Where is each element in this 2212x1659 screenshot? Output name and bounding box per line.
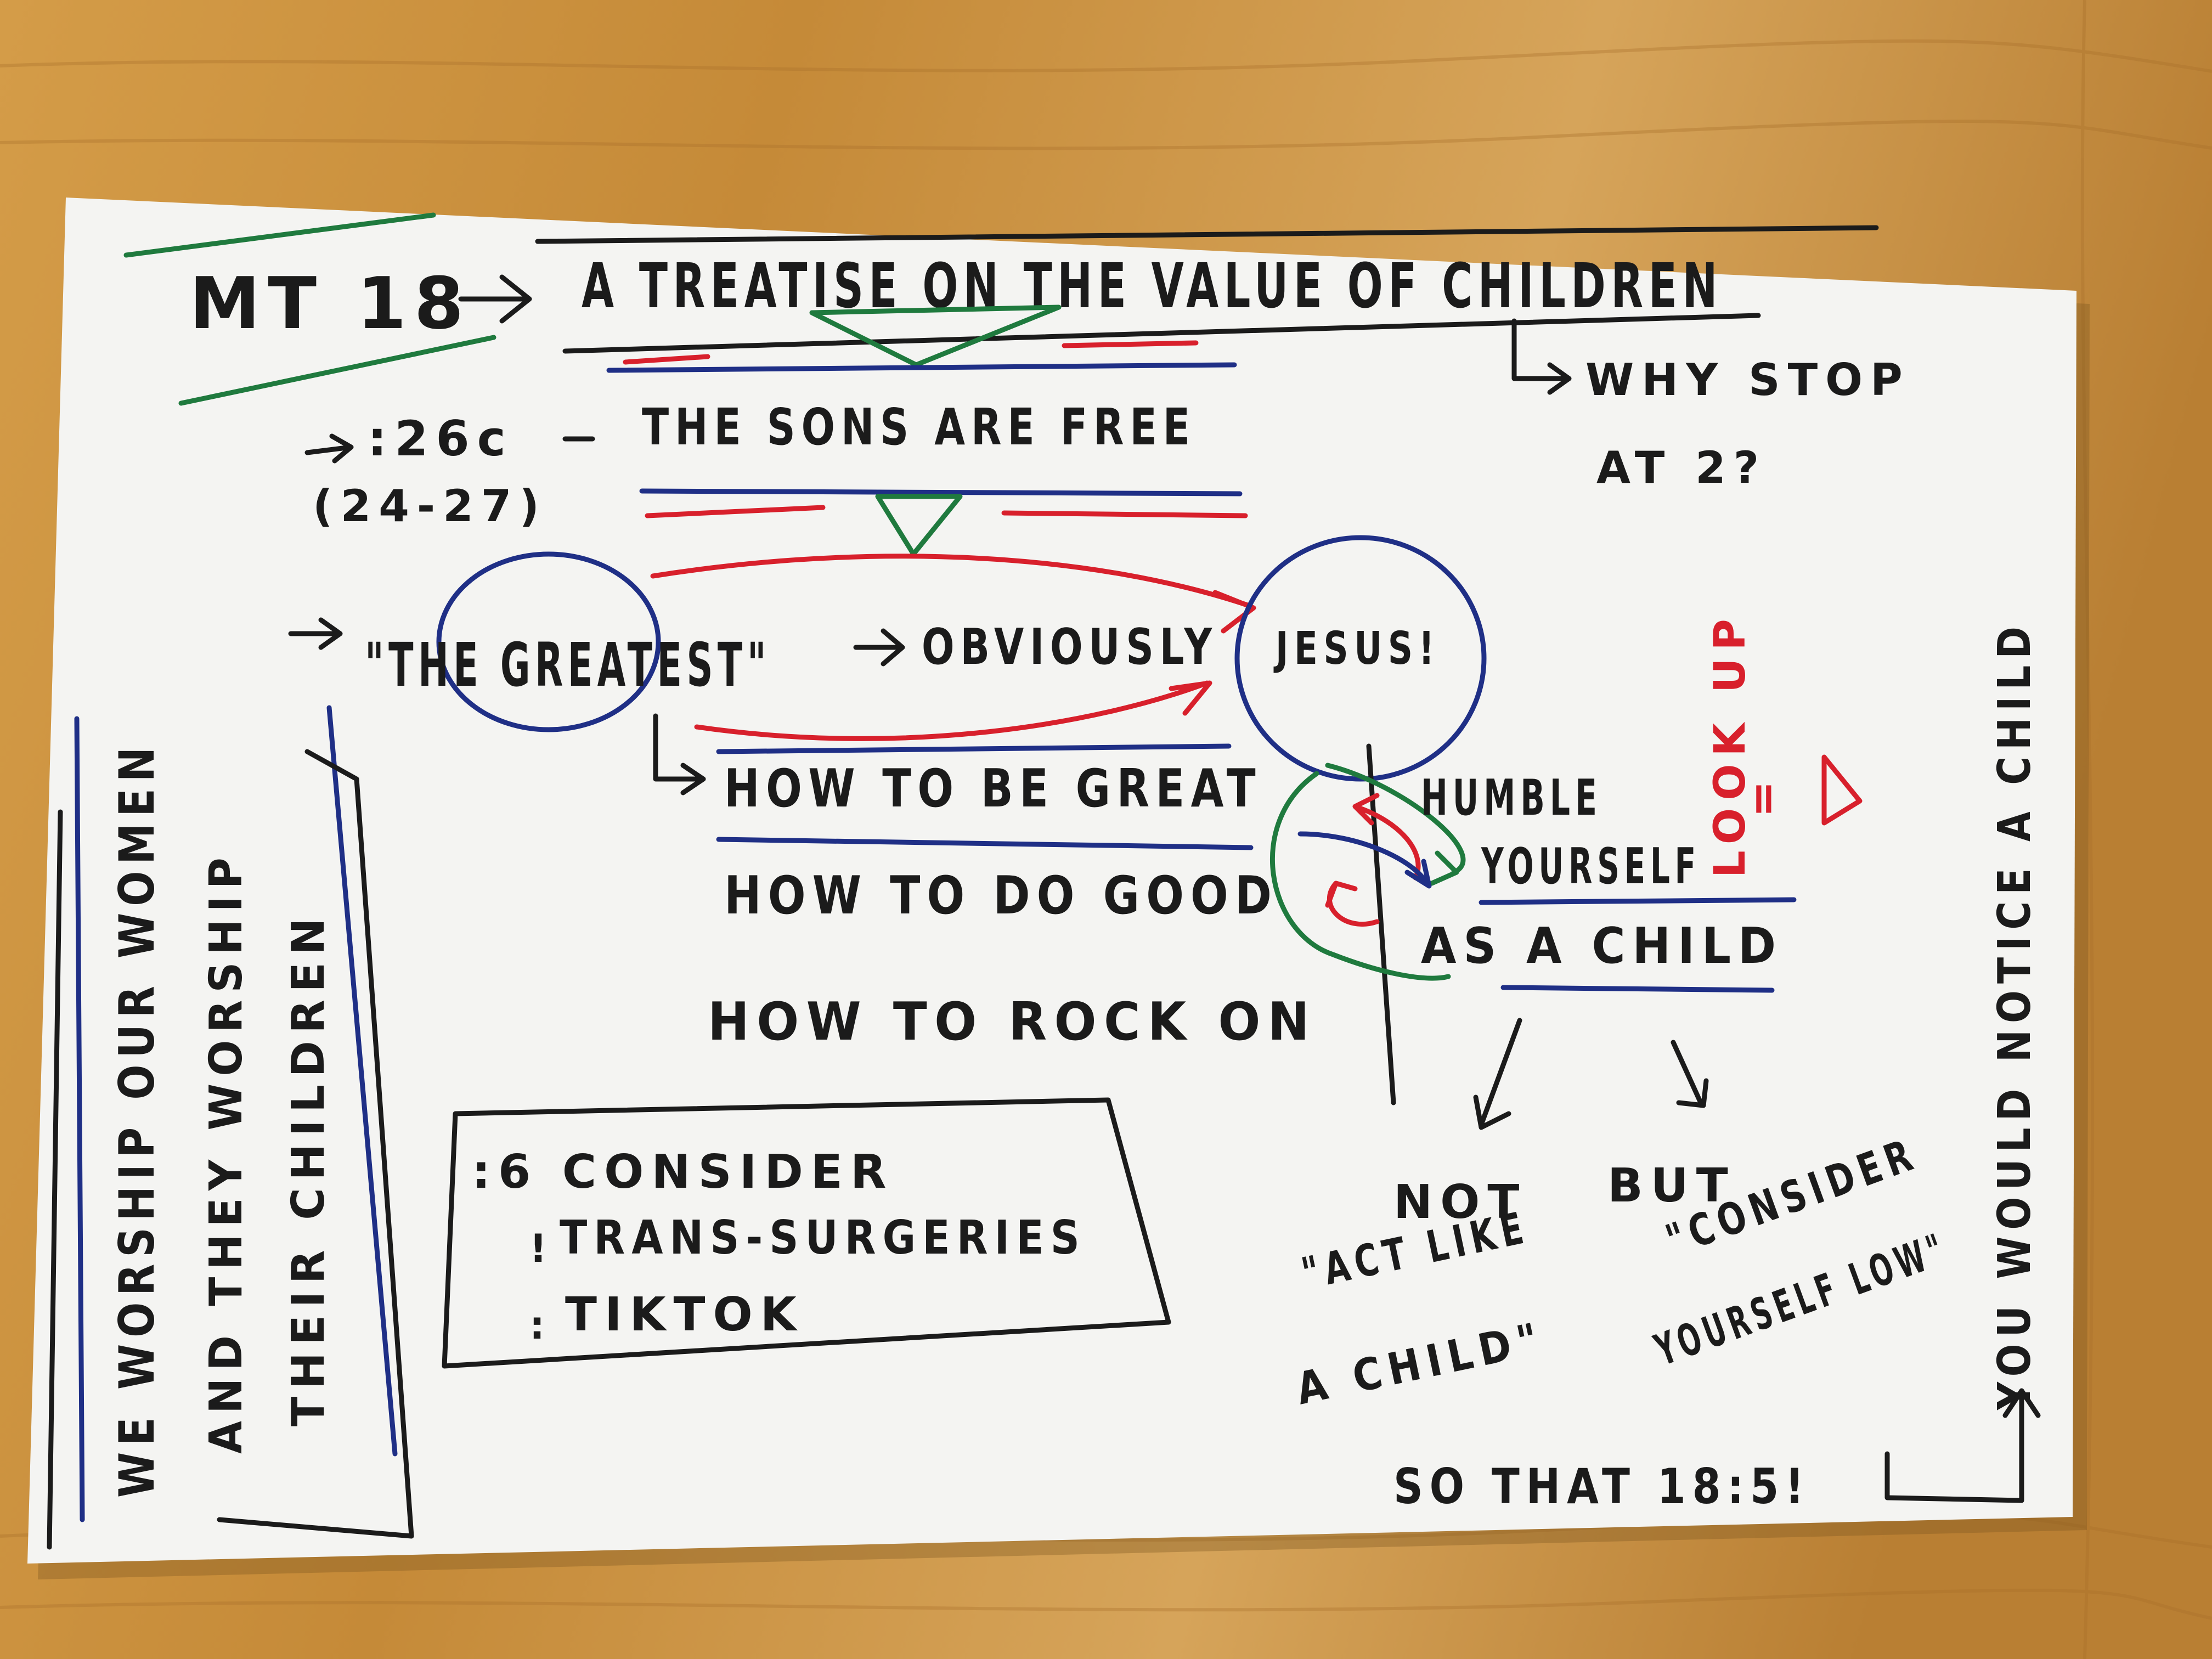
title-green-underline-top: [123, 212, 436, 258]
box-line3: TIKTOK: [565, 1288, 804, 1342]
title-arrow: [458, 274, 532, 324]
green-triangle-middle: [875, 494, 963, 557]
how-great-text: HOW TO BE GREAT: [724, 759, 1262, 819]
greatest-arrow: [288, 617, 343, 650]
as-child-text: AS A CHILD: [1421, 917, 1783, 975]
title-red-underline: [623, 340, 1199, 365]
title-bottom-rule: [562, 313, 1761, 354]
not-label: NOT: [1393, 1175, 1527, 1229]
yourself-underline: [1479, 897, 1797, 905]
left-panel-line3: THEIR CHILDREN: [283, 911, 335, 1426]
look-up-text: LOOK UP: [1706, 611, 1755, 878]
how-rock-text: HOW TO ROCK ON: [708, 992, 1317, 1052]
verse-arrow: [304, 433, 354, 464]
yourself-text: YOURSELF: [1481, 838, 1701, 895]
sons-blue-underline: [639, 488, 1243, 496]
how-great-underline-top: [716, 743, 1232, 754]
vertical-divider: [1366, 743, 1396, 1105]
red-arrow-top: [650, 554, 1256, 634]
title-green-underline-bottom: [178, 335, 496, 406]
how-good-text: HOW TO DO GOOD: [724, 866, 1278, 926]
green-loop: [1269, 763, 1466, 981]
sons-red-underline: [645, 505, 1248, 518]
box-bullets: !: [529, 1226, 555, 1271]
consider-box: [442, 1097, 1171, 1369]
how-great-underline-bottom: [716, 837, 1254, 850]
look-up-triangle: [1821, 754, 1863, 826]
not-down-arrow: [1473, 1018, 1522, 1130]
greatest-text: "THE GREATEST": [365, 630, 771, 700]
verse-range: (24-27): [313, 481, 547, 532]
left-panel-black-line-outer: [47, 809, 63, 1550]
verse-reference: :26c: [368, 410, 514, 467]
but-down-arrow: [1671, 1040, 1709, 1108]
green-triangle-top: [809, 304, 1062, 368]
act-like-line2: A CHILD": [1292, 1312, 1549, 1415]
look-up-equals: =: [1737, 773, 1788, 817]
box-line2: TRANS-SURGERIES: [560, 1211, 1086, 1265]
greatest-circle-left: [436, 551, 661, 732]
why-stop-line2: AT 2?: [1596, 442, 1767, 493]
left-panel-line1: WE WORSHIP OUR WOMEN: [109, 741, 165, 1498]
jesus-text: JESUS!: [1273, 623, 1440, 675]
left-panel-blue-line-outer: [74, 716, 85, 1522]
right-side-note: YOU WOULD NOTICE A CHILD: [1989, 620, 2041, 1410]
left-panel-line2: AND THEY WORSHIP: [200, 850, 252, 1454]
left-panel-black-shape: [217, 749, 414, 1539]
red-arrow-bottom: [694, 680, 1212, 741]
left-panel-blue-line-inner: [326, 705, 398, 1457]
why-stop-arrow: [1511, 318, 1572, 395]
as-child-underline: [1500, 985, 1775, 993]
how-great-arrow: [653, 713, 706, 795]
corner-arrow: [1884, 1388, 2041, 1503]
sons-free-text: THE SONS ARE FREE: [642, 398, 1196, 456]
box-line1: :6 CONSIDER: [472, 1145, 894, 1199]
humble-text: HUMBLE: [1421, 769, 1602, 827]
obviously-text: OBVIOUSLY: [922, 618, 1218, 676]
title-reference: MT 18: [189, 262, 471, 345]
title-top-rule: [535, 225, 1879, 244]
but-label: BUT: [1607, 1159, 1736, 1213]
why-stop-line1: WHY STOP: [1585, 354, 1910, 405]
so-that-text: SO THAT 18:5!: [1393, 1458, 1810, 1515]
red-loop-arrow-lower: [1325, 881, 1380, 927]
jesus-circle: [1234, 535, 1487, 782]
blue-loop-arrow: [1297, 831, 1432, 889]
box-bullets-2: :: [529, 1303, 552, 1348]
title-blue-underline: [606, 362, 1237, 373]
obviously-arrow: [853, 628, 905, 667]
title-text: A TREATISE ON THE VALUE OF CHILDREN: [582, 251, 1723, 322]
